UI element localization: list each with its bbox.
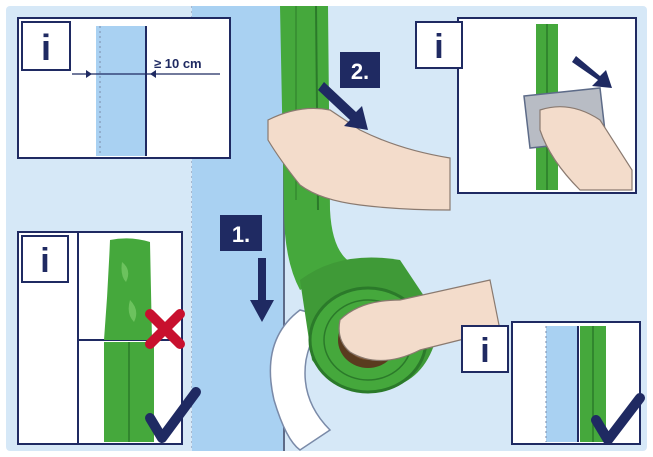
check-icon bbox=[145, 387, 201, 443]
hand-press-icon bbox=[267, 107, 451, 211]
arrow-down-icon bbox=[250, 258, 274, 322]
panel-wrong-right: i bbox=[17, 231, 201, 445]
panel-squeegee: i bbox=[415, 17, 637, 194]
info-icon: i bbox=[434, 28, 443, 66]
measure-label: ≥ 10 cm bbox=[154, 56, 202, 71]
info-icon: i bbox=[480, 332, 489, 370]
step2-badge bbox=[340, 52, 380, 88]
panel-measure: i ≥ 10 cm bbox=[17, 17, 231, 159]
step1-badge bbox=[220, 215, 262, 251]
panel-correct: i bbox=[461, 321, 645, 445]
arrow-icon bbox=[572, 56, 612, 88]
info-icon: i bbox=[41, 27, 51, 68]
info-icon: i bbox=[40, 242, 49, 280]
arrow-up-icon bbox=[318, 82, 368, 130]
hand-icon bbox=[338, 279, 501, 362]
step1-label: 1. bbox=[232, 222, 250, 247]
cross-icon bbox=[145, 309, 185, 349]
check-icon bbox=[591, 393, 645, 445]
step2-label: 2. bbox=[351, 59, 369, 84]
